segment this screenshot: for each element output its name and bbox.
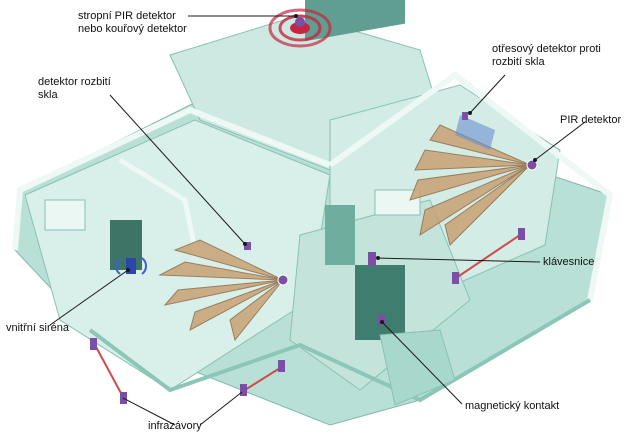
label-glass-break: detektor rozbití skla	[38, 76, 111, 102]
label-beams: infrazávory	[148, 420, 202, 433]
label-pir: PIR detektor	[560, 114, 621, 127]
wall-left	[12, 106, 332, 251]
label-beams-text: infrazávory	[148, 420, 202, 432]
bathroom-fixture	[44, 199, 86, 231]
label-keypad-text: klávesnice	[543, 256, 595, 268]
window-glass-right	[455, 115, 495, 150]
label-shock: otřesový detektor proti rozbití skla	[492, 43, 601, 69]
pir-detector-left-icon	[277, 274, 289, 286]
magnetic-contact-icon	[378, 315, 385, 325]
label-glass-break-line1: detektor rozbití	[38, 76, 111, 88]
wall-front	[88, 298, 592, 403]
glass-break-detector-icon	[244, 242, 251, 250]
leader-dots	[126, 14, 537, 324]
label-siren: vnitřní siréna	[6, 322, 69, 335]
entrance-steps	[379, 329, 456, 406]
leader-lines	[49, 15, 586, 426]
label-magnetic-text: magnetický kontakt	[465, 400, 560, 412]
door-block	[355, 265, 405, 340]
label-siren-text: vnitřní siréna	[6, 322, 69, 334]
shock-detector-icon	[462, 112, 468, 120]
label-shock-line2: rozbití skla	[492, 56, 545, 68]
wall-right	[328, 71, 614, 301]
label-ceiling-pir: stropní PIR detektor nebo kouřový detekt…	[78, 10, 187, 36]
pir-detector-right-icon	[526, 159, 538, 171]
label-keypad: klávesnice	[543, 256, 594, 269]
label-shock-line1: otřesový detektor proti	[492, 43, 601, 55]
label-glass-break-line2: skla	[38, 89, 58, 101]
siren-icon	[115, 257, 147, 275]
pir-fan-left	[158, 239, 284, 342]
label-pir-text: PIR detektor	[560, 114, 622, 126]
label-ceiling-pir-line2: nebo kouřový detektor	[78, 23, 187, 35]
label-magnetic: magnetický kontakt	[465, 400, 559, 413]
keypad-icon	[368, 252, 376, 266]
cabinet	[325, 205, 355, 265]
label-ceiling-pir-line1: stropní PIR detektor	[78, 10, 176, 22]
wall-partitions	[118, 157, 198, 251]
ceiling-detector-fan	[268, 8, 332, 48]
